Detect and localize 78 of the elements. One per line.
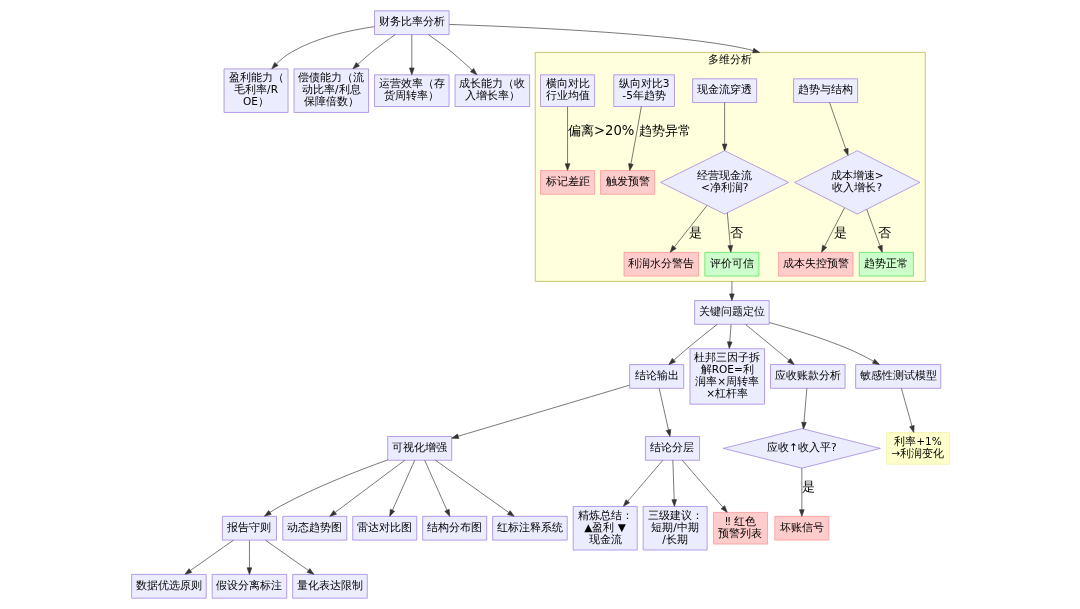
- arrow: [820, 207, 845, 253]
- arrow: [448, 24, 760, 54]
- node-box: 触发预警: [599, 170, 655, 195]
- edge-label: 否: [729, 224, 743, 240]
- arrow: [271, 26, 375, 70]
- node-box: 运营效率（存货周转率）: [373, 74, 449, 107]
- arrow: [744, 324, 794, 365]
- arrow: [423, 459, 450, 517]
- arrow: [328, 459, 405, 517]
- node-box: 标记差距: [539, 170, 595, 195]
- arrow: [627, 106, 642, 171]
- node-box: 纵向对比3-5年趋势: [612, 74, 675, 107]
- arrow: [184, 539, 234, 575]
- node-box: 成长能力（收入增长率）: [454, 74, 530, 107]
- node-box: 数据优选原则: [130, 574, 207, 599]
- node-box: 横向对比行业均值: [539, 74, 595, 107]
- arrow: [768, 322, 880, 365]
- edge-label: 偏离>20%: [567, 122, 634, 138]
- node-diamond: 应收↑收入平?: [722, 428, 881, 469]
- arrow: [900, 388, 914, 433]
- node-box: 关键问题定位: [693, 300, 769, 325]
- arrow: [246, 540, 252, 575]
- node-box: 坏账信号: [773, 516, 829, 541]
- node-box: 结论分层: [644, 436, 700, 461]
- arrow: [726, 212, 733, 253]
- arrow: [451, 384, 630, 439]
- node-box: 量化表达限制: [291, 574, 368, 599]
- edge-label: 是: [833, 224, 847, 240]
- node-box: 精炼总结：▲盈利 ▼现金流: [572, 506, 638, 551]
- arrow: [721, 102, 727, 151]
- arrow: [658, 388, 671, 437]
- node-box: 应收账款分析: [769, 364, 845, 389]
- node-box: ‼ 红色预警列表: [712, 512, 768, 545]
- arrow: [352, 34, 395, 70]
- node-box: 假设分离标注: [211, 574, 287, 599]
- arrow: [669, 205, 707, 253]
- node-box: 结论输出: [628, 364, 684, 389]
- edge-label: 是: [801, 478, 815, 494]
- node-box: 现金流穿透: [691, 78, 757, 103]
- node-box: 报告守则: [221, 516, 277, 541]
- node-box: 趋势正常: [858, 252, 914, 277]
- arrow: [668, 324, 717, 365]
- node-box: 利润水分警告: [623, 252, 699, 277]
- node-box: 敏感性测试模型: [854, 364, 941, 389]
- node-box: 利率+1%→利润变化: [885, 432, 950, 465]
- arrow: [800, 388, 807, 430]
- node-box: 评价可信: [704, 252, 759, 277]
- arrow: [564, 106, 570, 171]
- node-box: 红标注释系统: [491, 516, 568, 541]
- node-box: 动态趋势图: [281, 516, 347, 541]
- arrow: [671, 459, 677, 507]
- arrow: [726, 324, 732, 349]
- arrow: [681, 459, 728, 513]
- arrow: [728, 281, 735, 301]
- arrow: [865, 209, 883, 253]
- node-box: 成本失控预警: [777, 252, 853, 277]
- node-box: 趋势与结构: [792, 78, 858, 103]
- edge-label: 否: [877, 224, 891, 240]
- edge-label: 是: [688, 224, 702, 240]
- arrow: [408, 34, 414, 75]
- node-box: 杜邦三因子拆解ROE=利润率×周转率×杠杆率: [689, 348, 765, 405]
- node-box: 结构分布图: [421, 516, 487, 541]
- node-box: 三级建议：短期/中期/长期: [642, 506, 707, 551]
- node-diamond: 经营现金流<净利润?: [659, 150, 789, 215]
- node-box: 雷达对比图: [351, 516, 417, 541]
- arrow: [264, 539, 314, 575]
- node-box: 偿债能力（流动比率/利息保障倍数）: [293, 68, 369, 113]
- arrow: [828, 102, 848, 156]
- arrow: [798, 467, 804, 517]
- arrow: [388, 459, 415, 517]
- arrow: [427, 34, 477, 76]
- arrow: [434, 459, 514, 517]
- node-box: 财务比率分析: [373, 10, 449, 35]
- edge-label: 趋势异常: [638, 122, 691, 138]
- arrow: [263, 459, 388, 517]
- node-box: 可视化增强: [386, 436, 452, 461]
- node-box: 盈利能力（毛利率/ROE）: [223, 68, 288, 113]
- arrow: [622, 459, 663, 507]
